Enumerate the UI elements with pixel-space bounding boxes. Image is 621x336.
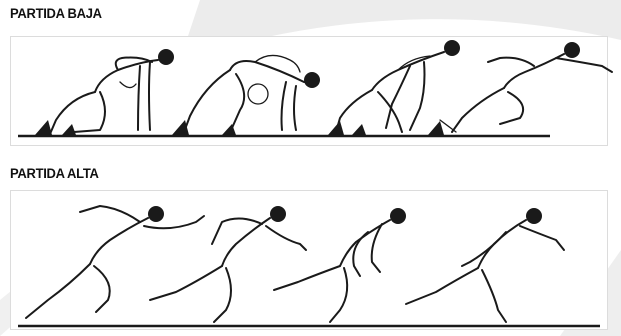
runner-set-icon <box>184 55 320 132</box>
starting-block <box>62 124 76 135</box>
runner-set-icon <box>274 208 406 322</box>
runner-sprint-icon <box>440 42 612 132</box>
runner-crouch-icon <box>50 49 174 134</box>
starting-block <box>428 121 444 135</box>
starting-block <box>352 124 366 135</box>
runner-sprint-icon <box>26 206 204 318</box>
low-start-sequence <box>18 40 612 136</box>
runner-drive-icon <box>336 40 460 132</box>
high-start-sequence <box>18 206 600 326</box>
runner-drive-icon <box>406 208 564 322</box>
runner-sprint-icon <box>150 206 306 322</box>
